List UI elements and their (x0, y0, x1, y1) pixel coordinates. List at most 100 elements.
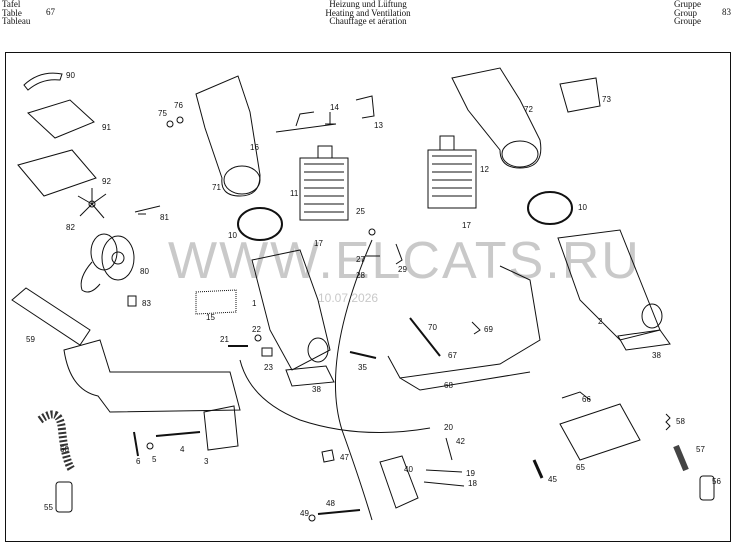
part-number-label: 66 (582, 395, 591, 404)
part-22-nut (254, 334, 262, 342)
part-59-trim (11, 287, 91, 346)
part-38-gasket-right (617, 329, 671, 351)
part-number-label: 55 (44, 503, 53, 512)
title-en: Heating and Ventilation (325, 7, 411, 18)
table-number: 67 (46, 7, 55, 17)
part-38-gasket-left (285, 365, 335, 387)
part-number-label: 17 (314, 239, 323, 248)
part-47-knob (321, 449, 335, 463)
part-90-clip (23, 72, 63, 91)
part-number-label: 91 (102, 123, 111, 132)
part-83-grommet (127, 295, 137, 307)
part-19-cable (425, 469, 463, 473)
part-number-label: 21 (220, 335, 229, 344)
part-number-label: 69 (484, 325, 493, 334)
part-57-sleeve (673, 444, 689, 472)
part-15-filter (195, 289, 237, 315)
part-number-label: 40 (404, 465, 413, 474)
table-label-de: Tafel (2, 0, 21, 9)
part-number-label: 12 (480, 165, 489, 174)
part-number-label: 38 (312, 385, 321, 394)
part-68-linkage (387, 265, 541, 379)
header-titles: Heizung und Lüftung Heating and Ventilat… (0, 0, 736, 26)
part-number-label: 6 (136, 457, 141, 466)
part-number-label: 20 (444, 423, 453, 432)
part-number-label: 1 (252, 299, 257, 308)
part-56-cap (699, 475, 715, 501)
part-number-label: 48 (326, 499, 335, 508)
part-number-label: 15 (206, 313, 215, 322)
defroster-nozzle (63, 339, 241, 413)
part-number-label: 14 (330, 103, 339, 112)
part-18-cable (423, 481, 465, 487)
part-1-outlet (307, 337, 329, 363)
part-29-clip (395, 243, 403, 265)
part-72-air-duct (451, 67, 542, 169)
part-40-lever-assembly (379, 455, 419, 509)
part-number-label: 5 (152, 455, 157, 464)
part-81-connector (134, 205, 161, 215)
group-label-fr: Groupe (674, 16, 701, 26)
part-73-grille (559, 77, 601, 113)
table-label-en: Table (2, 7, 22, 18)
part-70-rod (409, 317, 441, 357)
part-number-label: 70 (428, 323, 437, 332)
part-80-blower-motor (80, 233, 135, 293)
part-69-clip (471, 321, 481, 335)
part-48-bolt (317, 509, 361, 515)
part-42-bracket (445, 437, 453, 461)
part-2-outlet (641, 303, 663, 329)
part-4-rod (155, 431, 201, 437)
diagram-frame (5, 52, 731, 542)
part-5-washer (146, 442, 154, 450)
part-number-label: 92 (102, 177, 111, 186)
part-number-label: 83 (142, 299, 151, 308)
part-10-ring-left (237, 207, 283, 241)
part-number-label: 11 (290, 189, 299, 198)
part-number-label: 68 (444, 381, 453, 390)
part-6-pin (133, 431, 139, 457)
part-number-label: 73 (602, 95, 611, 104)
part-number-label: 42 (456, 437, 465, 446)
part-91-deflector (27, 99, 95, 139)
part-number-label: 25 (356, 207, 365, 216)
title-de: Heizung und Lüftung (329, 0, 407, 9)
part-number-label: 4 (180, 445, 185, 454)
part-60-hose (37, 410, 76, 473)
part-number-label: 57 (696, 445, 705, 454)
part-number-label: 76 (174, 101, 183, 110)
title-fr: Chauffage et aération (329, 16, 407, 26)
part-23-clip (261, 347, 273, 357)
part-number-label: 27 (356, 255, 365, 264)
part-number-label: 3 (204, 457, 209, 466)
group-number: 83 (722, 7, 731, 17)
group-label-en: Group (674, 7, 697, 18)
part-number-label: 71 (212, 183, 221, 192)
part-10-ring-right (527, 191, 573, 225)
part-71-duct-outlet (223, 165, 261, 195)
part-45-lever (532, 459, 544, 479)
part-58-spring (665, 413, 671, 431)
part-25-knob (368, 228, 376, 236)
part-number-label: 58 (676, 417, 685, 426)
part-55-connector (55, 481, 73, 513)
part-3-flap (203, 405, 239, 451)
part-number-label: 90 (66, 71, 75, 80)
part-number-label: 56 (712, 477, 721, 486)
part-number-label: 47 (340, 453, 349, 462)
part-number-label: 35 (358, 363, 367, 372)
part-number-label: 80 (140, 267, 149, 276)
part-number-label: 22 (252, 325, 261, 334)
table-label-fr: Tableau (2, 16, 31, 26)
watermark-date: 10.07.2026 (318, 291, 378, 305)
header-left-labels: Tafel Table Tableau (2, 0, 30, 26)
part-72-duct-outlet (501, 140, 539, 168)
part-number-label: 18 (468, 479, 477, 488)
part-number-label: 81 (160, 213, 169, 222)
part-14-screw (325, 112, 336, 125)
part-number-label: 67 (448, 351, 457, 360)
part-number-label: 19 (466, 469, 475, 478)
part-number-label: 45 (548, 475, 557, 484)
part-number-label: 65 (576, 463, 585, 472)
